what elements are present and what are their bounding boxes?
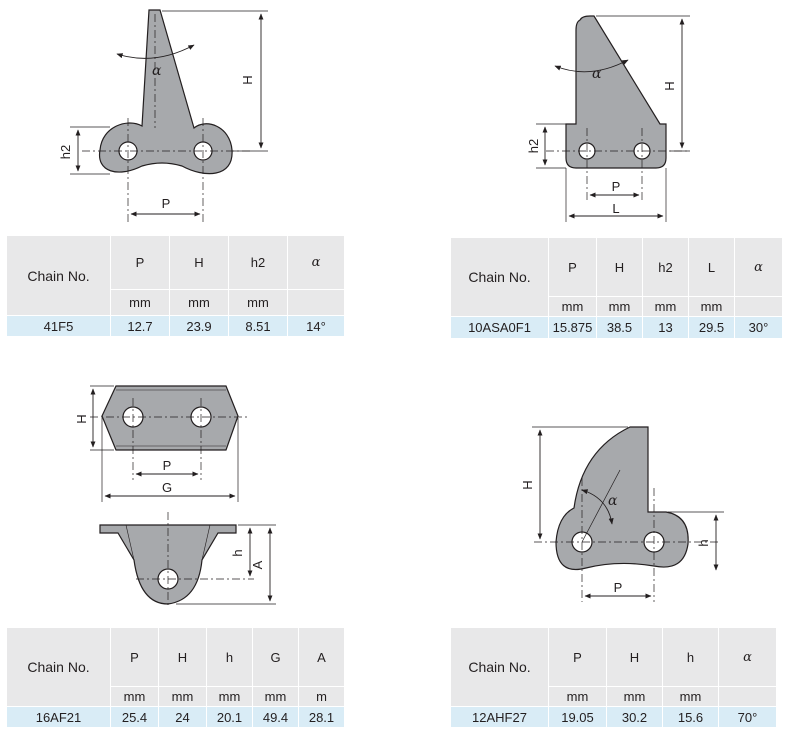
unit-cell: mm [642,296,689,317]
dim-alpha-12ahf27: α [608,493,618,509]
value-cell: 13 [642,316,689,339]
drawing-41f5: α H h2 P [58,9,268,222]
value-cell: 30.2 [606,706,663,728]
col-header-h2: h2 [228,235,288,290]
col-header-h: H [596,237,643,297]
unit-cell: mm [548,296,597,317]
link-plate-41f5 [98,9,233,175]
col-header-h: H [158,627,207,687]
unit-cell: mm [606,686,663,707]
value-cell: 8.51 [228,315,288,337]
unit-cell: mm [688,296,735,317]
spec-table-41f5: Chain No. P H h2 α mm mm mm 41F5 12.7 23… [6,235,345,337]
link-plate-16af21-top [101,385,239,451]
dim-h2-10asa0f1: h2 [526,139,541,153]
value-cell: 29.5 [688,316,735,339]
unit-cell: mm [169,289,229,316]
col-header-p: P [110,235,170,290]
unit-cell [718,686,777,707]
value-cell: 28.1 [298,706,345,728]
unit-cell [734,296,783,317]
col-header-alpha: α [287,235,345,290]
value-cell: 24 [158,706,207,728]
dim-g-16af21: G [162,480,172,495]
unit-cell: mm [110,289,170,316]
col-header-p: P [548,627,607,687]
col-header-g: G [252,627,299,687]
chain-no-label: Chain No. [6,235,111,316]
unit-cell: mm [548,686,607,707]
dim-p-10asa0f1: P [612,179,621,194]
unit-cell [287,289,345,316]
unit-cell: mm [662,686,719,707]
dim-h-41f5: H [240,75,255,84]
dim-p-12ahf27: P [614,580,623,595]
col-header-h: H [606,627,663,687]
value-cell: 25.4 [110,706,159,728]
dim-alpha-41f5: α [152,63,162,79]
dim-h-16af21: H [74,414,89,423]
col-header-p: P [110,627,159,687]
value-cell: 14° [287,315,345,337]
col-header-h-small: h [662,627,719,687]
link-plate-10asa0f1 [565,15,667,169]
value-cell: 70° [718,706,777,728]
col-header-a: A [298,627,345,687]
value-cell: 19.05 [548,706,607,728]
dim-p-16af21: P [163,458,172,473]
spec-table-12ahf27: Chain No. P H h α mm mm mm 12AHF27 19.05… [450,627,777,728]
col-header-p: P [548,237,597,297]
unit-cell: mm [206,686,253,707]
unit-cell: mm [158,686,207,707]
chain-no-value: 12AHF27 [450,706,549,728]
value-cell: 38.5 [596,316,643,339]
drawing-10asa0f1: α H h2 P L [526,15,690,222]
dim-l-10asa0f1: L [612,201,619,216]
value-cell: 30° [734,316,783,339]
spec-table-10asa0f1: Chain No. P H h2 L α mm mm mm mm 10ASA0F… [450,237,783,339]
chain-no-label: Chain No. [450,237,549,317]
unit-cell: mm [252,686,299,707]
value-cell: 12.7 [110,315,170,337]
dim-a-16af21: A [250,560,265,569]
chain-no-label: Chain No. [6,627,111,707]
col-header-l: L [688,237,735,297]
dim-h2-41f5: h2 [58,145,73,159]
drawing-16af21-side: h A [99,512,276,608]
col-header-h-small: h [206,627,253,687]
chain-no-value: 16AF21 [6,706,111,728]
drawing-12ahf27: α H h P [520,426,724,602]
chain-no-value: 41F5 [6,315,111,337]
unit-cell: mm [228,289,288,316]
col-header-h2: h2 [642,237,689,297]
dim-p-41f5: P [162,196,171,211]
dim-h-10asa0f1: H [662,81,677,90]
dim-h-small-16af21: h [230,549,245,556]
col-header-h: H [169,235,229,290]
col-header-alpha: α [718,627,777,687]
drawing-16af21-top: H P G [74,385,250,502]
value-cell: 23.9 [169,315,229,337]
unit-cell: mm [596,296,643,317]
dim-h-small-12ahf27: h [696,539,711,546]
value-cell: 15.6 [662,706,719,728]
value-cell: 20.1 [206,706,253,728]
spec-table-16af21: Chain No. P H h G A mm mm mm mm m 16AF21… [6,627,345,728]
unit-cell: mm [110,686,159,707]
unit-cell: m [298,686,345,707]
dim-alpha-10asa0f1: α [592,66,602,82]
dim-h-12ahf27: H [520,480,535,489]
value-cell: 15.875 [548,316,597,339]
value-cell: 49.4 [252,706,299,728]
col-header-alpha: α [734,237,783,297]
chain-no-value: 10ASA0F1 [450,316,549,339]
chain-no-label: Chain No. [450,627,549,707]
